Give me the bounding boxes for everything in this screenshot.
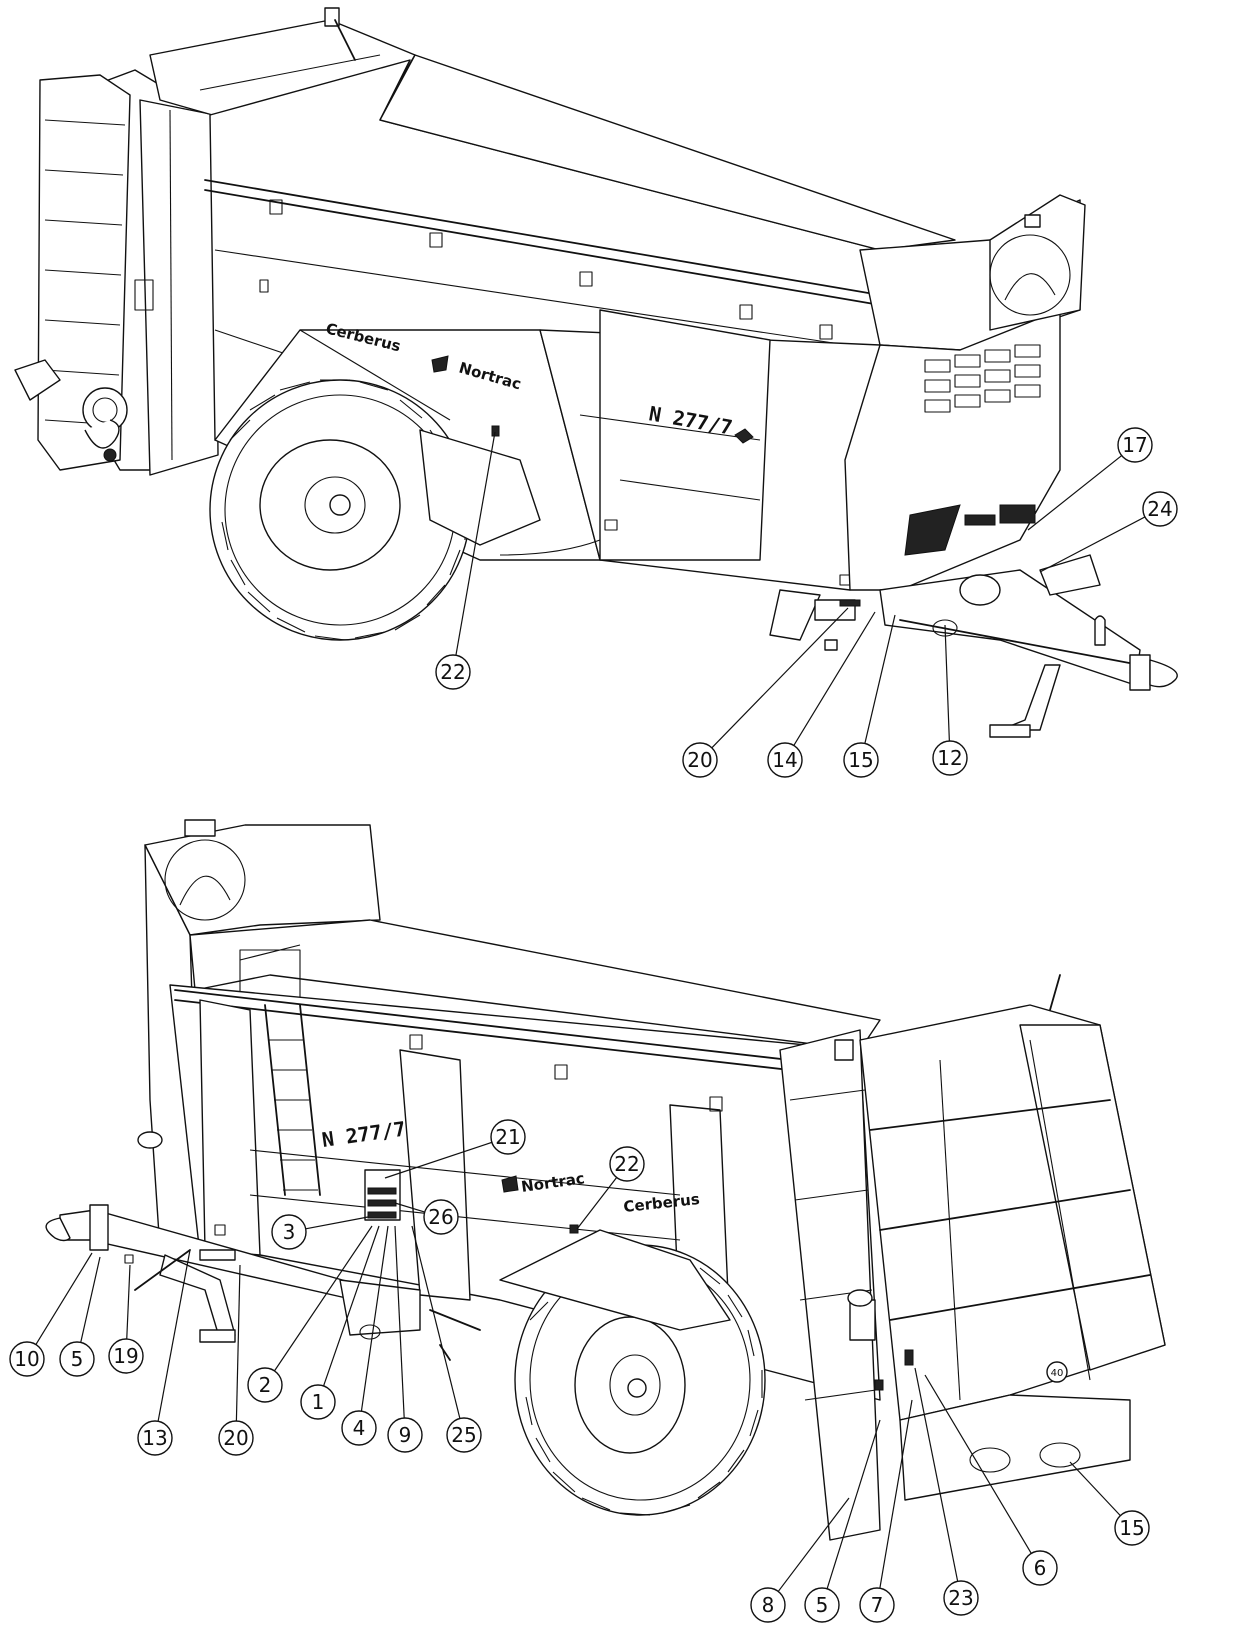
callout-leader: [126, 1264, 131, 1340]
callout-circle: [423, 1199, 459, 1235]
callout-number: 9: [399, 1423, 412, 1447]
callout-number: 5: [71, 1347, 84, 1371]
callout-circle: [300, 1384, 336, 1420]
callout-number: 26: [428, 1205, 453, 1229]
callout-leader: [914, 1367, 959, 1582]
callout-number: 17: [1122, 433, 1147, 457]
callout-leader: [323, 1225, 380, 1387]
callout-circle: [137, 1420, 173, 1456]
bottom-drawbar: [45, 1131, 481, 1361]
callout-circle: [341, 1410, 377, 1446]
callout-leader: [394, 1225, 405, 1419]
callout-number: 23: [948, 1586, 973, 1610]
callout-number: 21: [495, 1125, 520, 1149]
callout-number: 25: [451, 1423, 476, 1447]
callout-leader: [1039, 516, 1146, 573]
callout-circle: [271, 1214, 307, 1250]
callout-leader: [944, 624, 950, 742]
callout-circle: [1114, 1510, 1150, 1546]
callout-number: 1: [312, 1390, 325, 1414]
callout-number: 15: [1119, 1516, 1144, 1540]
callout-number: 8: [762, 1593, 775, 1617]
callout-leader: [1069, 1461, 1121, 1517]
callout-circle: [446, 1417, 482, 1453]
callout-leader: [273, 1225, 373, 1372]
callout-number: 7: [871, 1593, 884, 1617]
bottom-view: 40: [9, 819, 1166, 1623]
callout-leader: [864, 614, 896, 744]
callout-circle: [767, 742, 803, 778]
callout-circle: [843, 742, 879, 778]
callout-number: 19: [113, 1344, 138, 1368]
callout-circle: [218, 1420, 254, 1456]
callout-circle: [943, 1580, 979, 1616]
bottom-wheel: [499, 1229, 766, 1516]
callout-circle: [59, 1341, 95, 1377]
callout-circle: [435, 654, 471, 690]
callout-leader: [157, 1249, 191, 1422]
bottom-ladder: [264, 1004, 321, 1196]
callout-number: 3: [283, 1220, 296, 1244]
callout-leader: [793, 611, 876, 746]
callout-leader: [360, 1225, 389, 1412]
callout-leader: [35, 1252, 93, 1345]
callout-circle: [1117, 427, 1153, 463]
bottom-speed-badge: [1046, 1361, 1068, 1383]
callout-leader: [411, 1225, 461, 1419]
callout-circle: [247, 1367, 283, 1403]
callout-leader: [777, 1497, 850, 1592]
callout-number: 6: [1034, 1556, 1047, 1580]
callout-number: 22: [440, 660, 465, 684]
callout-leader: [384, 1141, 493, 1179]
callout-leader: [711, 607, 849, 749]
bottom-front-shield: [144, 819, 381, 1256]
callout-number: 14: [772, 748, 797, 772]
callout-leader: [879, 1399, 913, 1589]
top-front-grille: [904, 344, 1041, 556]
callout-number: 12: [937, 746, 962, 770]
callout-circle: [609, 1146, 645, 1182]
bottom-rear-beater: 40: [779, 974, 1166, 1541]
callout-circle: [859, 1587, 895, 1623]
callout-number: 20: [223, 1426, 248, 1450]
callout-leader: [80, 1256, 101, 1343]
callout-number: 4: [353, 1416, 366, 1440]
callout-circle: [750, 1587, 786, 1623]
callout-circle: [682, 742, 718, 778]
top-front-shield: [844, 194, 1086, 591]
top-wheel: [209, 379, 601, 641]
callout-leader: [305, 1216, 369, 1230]
callout-leader: [826, 1419, 881, 1589]
callout-circle: [490, 1119, 526, 1155]
callout-leader: [394, 1202, 425, 1213]
callout-leader: [924, 1374, 1032, 1554]
callout-leader: [455, 431, 496, 656]
callout-leader: [235, 1264, 241, 1422]
callout-leader: [1027, 455, 1123, 531]
bottom-speed-badge-label: 40: [1051, 1368, 1064, 1379]
callout-number: 15: [848, 748, 873, 772]
top-drawbar: [769, 554, 1178, 738]
callout-circle: [1142, 491, 1178, 527]
callout-circle: [387, 1417, 423, 1453]
callout-number: 5: [816, 1593, 829, 1617]
top-callouts: 22 17 24 20 14 15 12: [435, 427, 1178, 778]
callout-leader: [576, 1177, 618, 1230]
top-rear-beater-frame: [14, 69, 219, 476]
callout-circle: [804, 1587, 840, 1623]
callout-circle: [1022, 1550, 1058, 1586]
callout-circle: [9, 1341, 45, 1377]
callout-number: 20: [687, 748, 712, 772]
callout-number: 10: [14, 1347, 39, 1371]
callout-number: 24: [1147, 497, 1172, 521]
callout-circle: [932, 740, 968, 776]
callout-circle: [108, 1338, 144, 1374]
callout-number: 2: [259, 1373, 272, 1397]
callout-number: 13: [142, 1426, 167, 1450]
callout-number: 22: [614, 1152, 639, 1176]
